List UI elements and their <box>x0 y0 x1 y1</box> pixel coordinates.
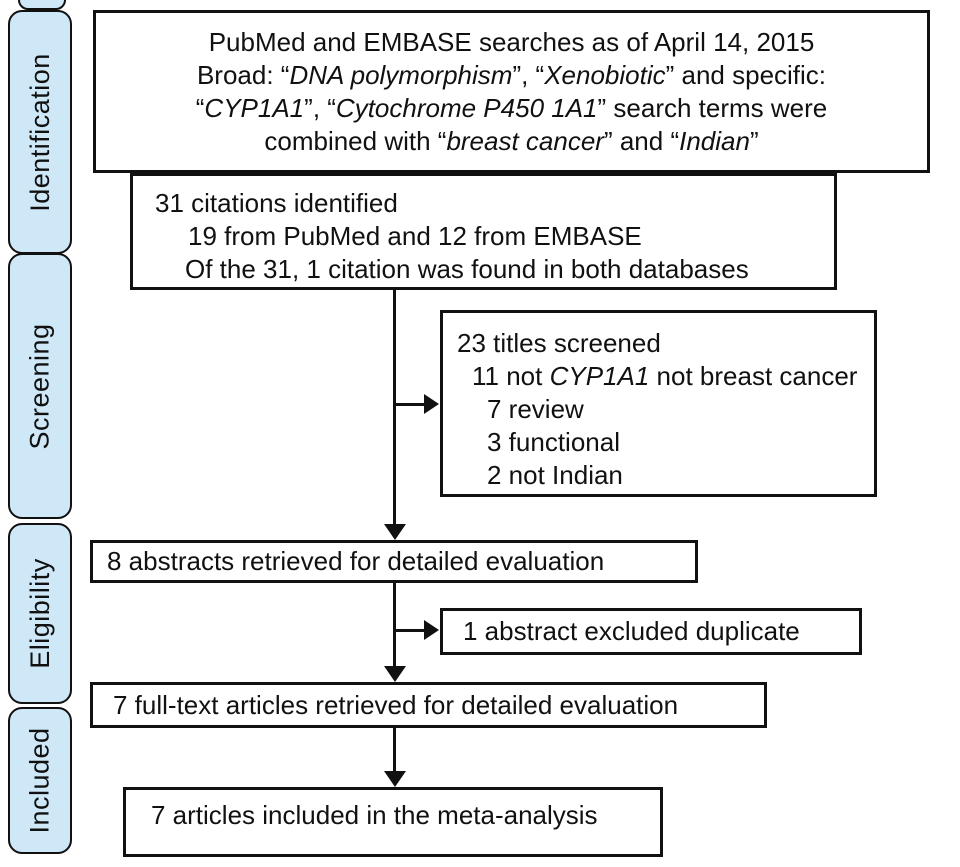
sidebar-item-identification: Identification <box>8 10 72 254</box>
citations-line-1: 31 citations identified <box>155 188 398 218</box>
screened-line-4: 3 functional <box>487 427 620 457</box>
sidebar-item-label: Identification <box>24 52 55 212</box>
screened-line-1: 23 titles screened <box>457 328 661 358</box>
citations-identified-box: 31 citations identified 19 from PubMed a… <box>130 173 837 290</box>
screened-line-5: 2 not Indian <box>487 460 623 490</box>
search-strategy-box: PubMed and EMBASE searches as of April 1… <box>93 10 930 173</box>
citations-line-3: Of the 31, 1 citation was found in both … <box>185 254 749 284</box>
connector-main-vertical-2 <box>393 583 396 668</box>
excluded-label: 1 abstract excluded duplicate <box>463 616 800 646</box>
connector-branch-excluded <box>393 629 425 632</box>
citations-line-2: 19 from PubMed and 12 from EMBASE <box>188 221 642 251</box>
arrowhead-to-included <box>384 771 406 787</box>
connector-main-vertical-1 <box>393 290 396 526</box>
fulltext-label: 7 full-text articles retrieved for detai… <box>113 689 679 720</box>
arrowhead-to-screened <box>424 394 439 414</box>
sidebar-item-label: Eligibility <box>24 558 55 669</box>
search-line-2: Broad: “DNA polymorphism”, “Xenobiotic” … <box>196 60 827 90</box>
sidebar-item-eligibility: Eligibility <box>8 523 72 704</box>
search-line-1: PubMed and EMBASE searches as of April 1… <box>208 27 815 57</box>
included-meta-analysis-box: 7 articles included in the meta-analysis <box>123 787 663 857</box>
search-line-3: “CYP1A1”, “Cytochrome P450 1A1” search t… <box>195 93 828 123</box>
screened-line-3: 7 review <box>487 394 584 424</box>
connector-branch-screened <box>393 403 425 406</box>
arrowhead-to-fulltext <box>384 666 406 682</box>
abstracts-label: 8 abstracts retrieved for detailed evalu… <box>107 546 605 576</box>
included-label: 7 articles included in the meta-analysis <box>151 800 598 830</box>
titles-screened-box: 23 titles screened 11 not CYP1A1 not bre… <box>440 310 877 497</box>
fulltext-retrieved-box: 7 full-text articles retrieved for detai… <box>90 682 767 728</box>
connector-main-vertical-3 <box>393 728 396 773</box>
sidebar-item-label: Included <box>24 727 55 834</box>
arrowhead-to-abstracts <box>384 524 406 540</box>
sidebar-item-label: Screening <box>24 322 55 450</box>
sidebar-item-included: Included <box>8 707 72 854</box>
search-line-4: combined with “breast cancer” and “India… <box>264 126 759 156</box>
abstracts-retrieved-box: 8 abstracts retrieved for detailed evalu… <box>90 540 698 583</box>
sidebar-item-screening: Screening <box>8 253 72 519</box>
sidebar-fragment-top <box>18 0 66 10</box>
abstract-excluded-box: 1 abstract excluded duplicate <box>440 608 862 655</box>
screened-line-2: 11 not CYP1A1 not breast cancer <box>472 361 858 391</box>
arrowhead-to-excluded <box>424 620 439 640</box>
